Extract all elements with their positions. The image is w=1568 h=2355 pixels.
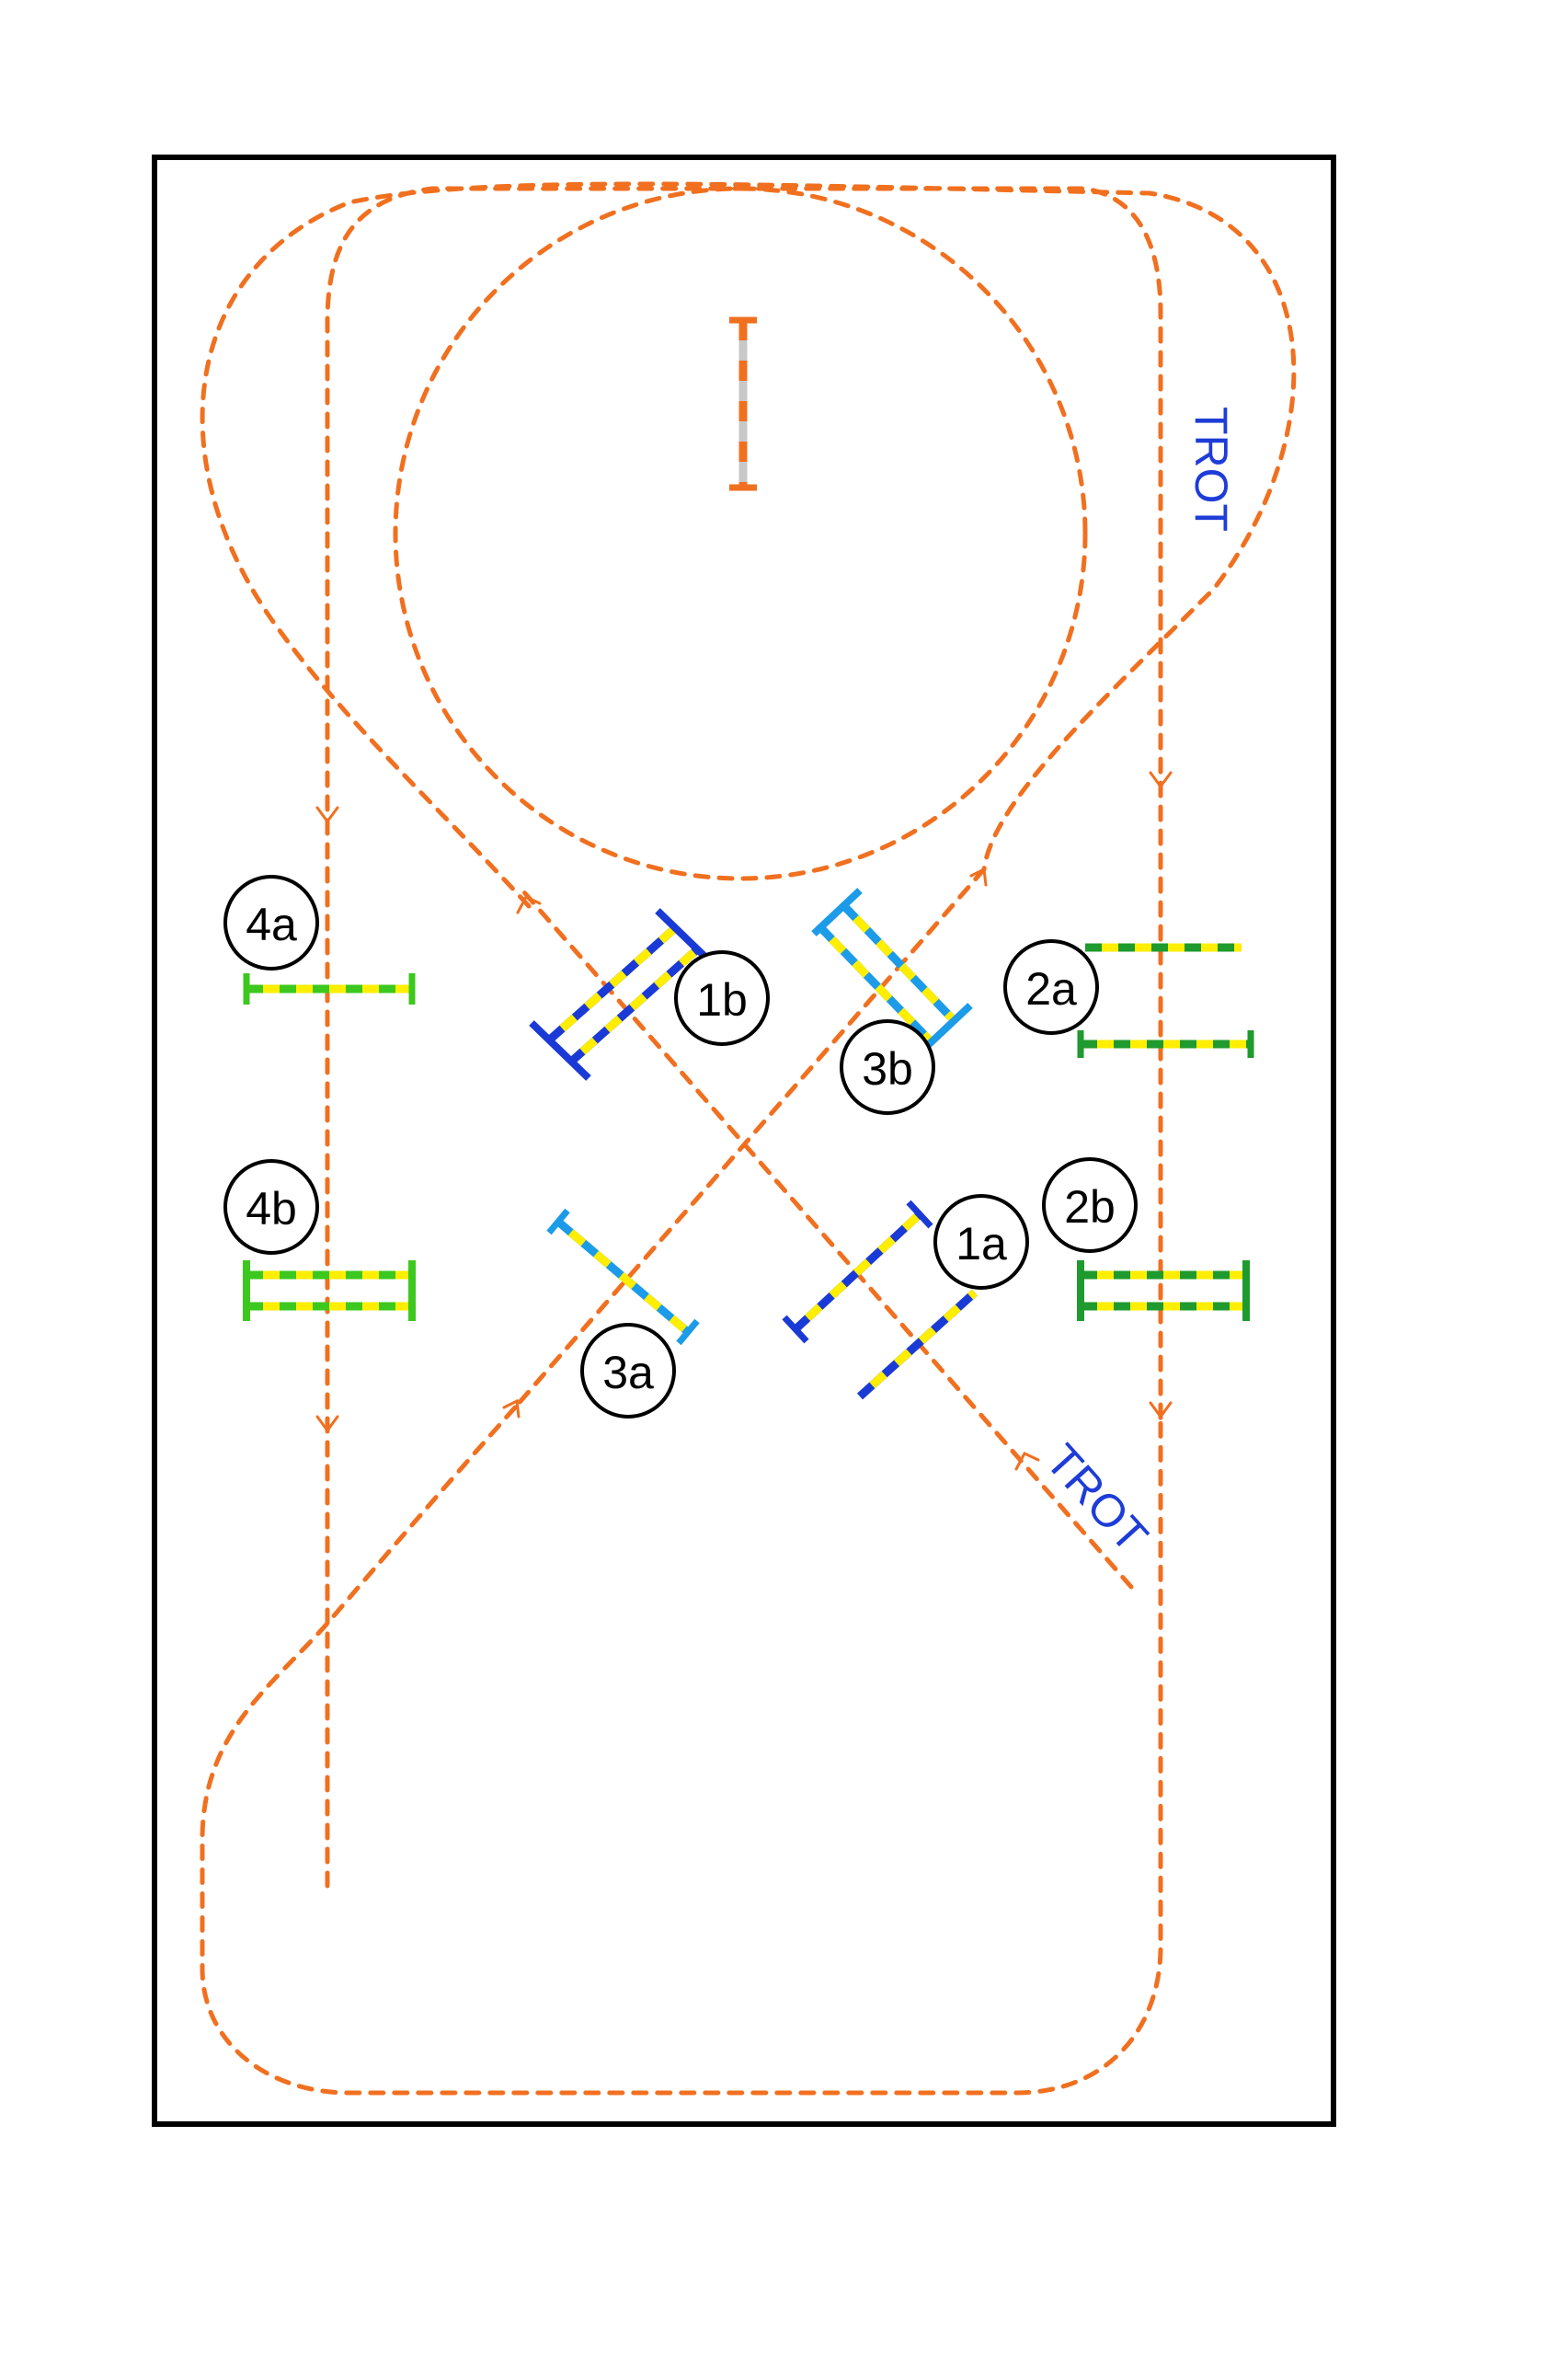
label-1a: 1a [956,1218,1007,1269]
label-3b: 3b [862,1043,913,1095]
label-1b: 1b [696,974,748,1026]
arrow-right-upper [1149,771,1173,789]
arrow-left-upper [315,806,339,824]
route-arrows [315,771,1173,1471]
route-upper-loop [200,181,1297,909]
pole-4a [243,973,416,1005]
pole-1a [782,1200,979,1400]
arrow-diag1-upper [516,895,542,914]
arrow-diag3-lower [502,1398,521,1419]
label-circle-4b [223,1159,319,1255]
label-circles [223,875,1138,1419]
label-circle-3a [580,1323,676,1419]
pole-top-center [729,316,757,491]
pole-3b [811,888,973,1051]
route-lines [200,181,1297,2096]
arrow-left-lower [315,1415,339,1433]
arrow-diag1-lower [1014,1452,1040,1471]
route-circle [393,186,1088,881]
trot-label-upper: TROT [1185,407,1237,532]
route-bottom-loop [200,1405,1163,2096]
route-left-vertical [325,186,1163,1889]
label-circle-3b [840,1019,935,1115]
pole-3a [546,1208,700,1346]
label-2a: 2a [1025,963,1077,1015]
arrow-right-lower [1149,1401,1173,1419]
label-circle-1a [933,1194,1029,1290]
label-3a: 3a [602,1347,654,1398]
label-circle-4a [223,875,319,971]
arena-border [152,155,1336,2127]
label-circle-1b [674,950,770,1046]
label-4a: 4a [246,899,297,950]
pole-4b [243,1260,416,1321]
label-2b: 2b [1064,1181,1116,1233]
route-diagonal-3 [512,867,987,1410]
label-circle-2a [1003,939,1099,1035]
pole-2b [1077,1260,1250,1321]
label-texts: 4a 1b 3b 2a 4b 1a 2b 3a [246,899,1116,1398]
pole-1b [529,908,717,1081]
arrow-diag3-upper [969,867,988,887]
label-4b: 4b [246,1183,297,1235]
label-circle-2b [1042,1157,1138,1253]
pole-2a [1077,943,1254,1058]
